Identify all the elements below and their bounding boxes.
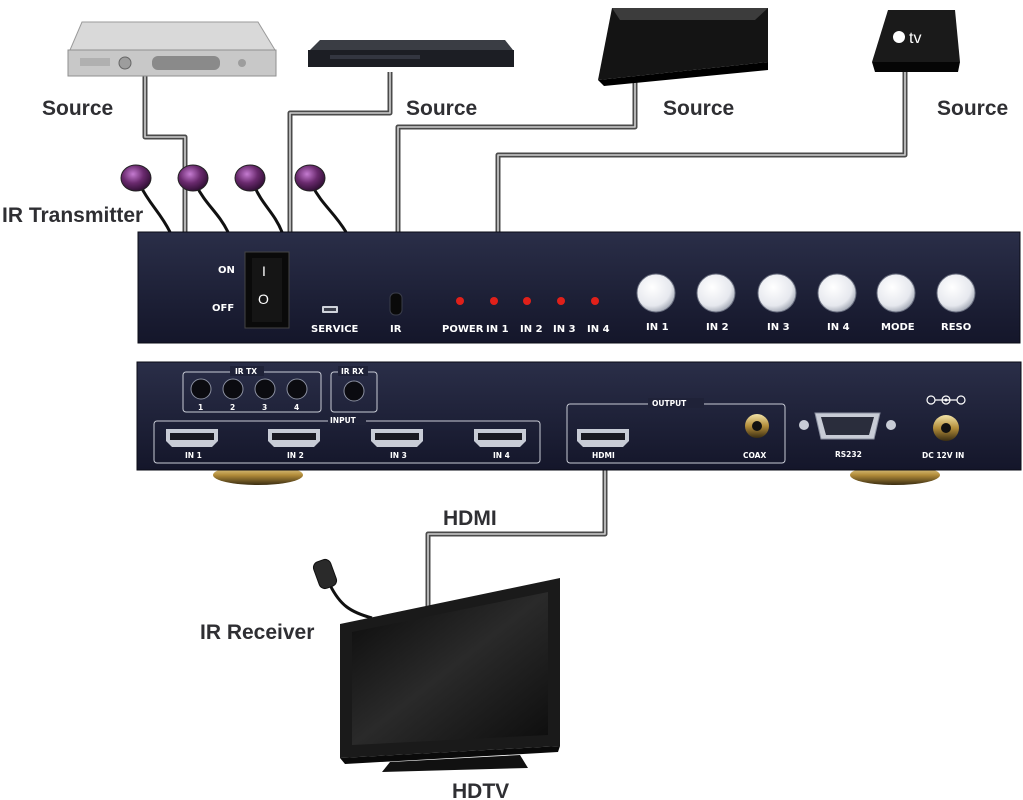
hdmi-output[interactable] xyxy=(577,429,629,447)
switch-on-mark: I xyxy=(262,263,266,279)
switch-rear-panel: IR TX 1 2 3 4 IR RX INPUT xyxy=(136,361,1022,485)
ir-receiver-icon xyxy=(312,558,338,590)
source-label-2: Source xyxy=(406,97,477,120)
service-port[interactable] xyxy=(322,306,338,313)
hdtv xyxy=(340,578,560,772)
input-label-in-3: IN 3 xyxy=(390,451,407,460)
power-on-label: ON xyxy=(218,265,235,276)
source-cables xyxy=(142,72,908,232)
apple-tv-label: tv xyxy=(909,30,921,47)
apple-logo-icon xyxy=(893,31,905,43)
source-label-4: Source xyxy=(937,97,1008,120)
in-3-button[interactable] xyxy=(757,273,797,313)
button-label-in-3: IN 3 xyxy=(767,322,790,333)
ir-rx-label: IR RX xyxy=(341,367,364,376)
ir-tx-jack-3[interactable] xyxy=(254,378,276,400)
ir-emitters xyxy=(120,164,348,233)
ir-tx-jack-4[interactable] xyxy=(286,378,308,400)
hdtv-stand xyxy=(382,755,528,772)
satellite-receiver xyxy=(67,21,277,77)
led-label-in-4: IN 4 xyxy=(587,324,610,335)
ir-tx-port-4: 4 xyxy=(294,403,299,412)
in-1-button[interactable] xyxy=(636,273,676,313)
source-label-1: Source xyxy=(42,97,113,120)
ir-tx-port-1: 1 xyxy=(198,403,203,412)
input-label-in-2: IN 2 xyxy=(287,451,304,460)
led-power xyxy=(456,297,464,305)
dc-polarity-icon xyxy=(926,395,966,405)
ir-tx-port-2: 2 xyxy=(230,403,235,412)
ir-sensor xyxy=(389,292,403,316)
in-2-button[interactable] xyxy=(696,273,736,313)
apple-tv: tv xyxy=(872,10,960,72)
hdmi-cable xyxy=(425,466,608,612)
hdmi-input-4[interactable] xyxy=(474,429,526,447)
dc-input-label: DC 12V IN xyxy=(922,451,964,460)
hdmi-input-2[interactable] xyxy=(268,429,320,447)
ir-tx-port-3: 3 xyxy=(262,403,267,412)
ir-receiver-label: IR Receiver xyxy=(200,621,314,644)
rs232-port[interactable] xyxy=(799,412,896,440)
hdmi-output-label: HDMI xyxy=(592,451,615,460)
ir-tx-label: IR TX xyxy=(235,367,257,376)
output-label: OUTPUT xyxy=(652,399,687,408)
ir-emitter-icon xyxy=(294,164,326,192)
ir-tx-jack-2[interactable] xyxy=(222,378,244,400)
coax-label: COAX xyxy=(743,451,766,460)
hdmi-cable-label: HDMI xyxy=(443,507,497,530)
hdmi-input-1[interactable] xyxy=(166,429,218,447)
input-label: INPUT xyxy=(330,416,357,425)
button-label-in-4: IN 4 xyxy=(827,322,850,333)
button-label-reso: RESO xyxy=(941,322,971,333)
input-label-in-4: IN 4 xyxy=(493,451,510,460)
led-label-in-2: IN 2 xyxy=(520,324,543,335)
ir-tx-jack-1[interactable] xyxy=(190,378,212,400)
switch-front-panel: ON OFF I O SERVICE IR POWER IN 1 IN 2 IN… xyxy=(137,231,1021,344)
switch-off-mark: O xyxy=(258,291,269,307)
ir-emitter-icon xyxy=(234,164,266,192)
ir-rx-jack[interactable] xyxy=(343,380,365,402)
mode-button[interactable] xyxy=(876,273,916,313)
ir-receiver xyxy=(312,558,373,620)
input-label-in-1: IN 1 xyxy=(185,451,202,460)
led-label-in-1: IN 1 xyxy=(486,324,509,335)
hdtv-label: HDTV xyxy=(452,780,509,800)
ir-emitter-icon xyxy=(177,164,209,192)
button-label-in-1: IN 1 xyxy=(646,322,669,333)
dvd-player xyxy=(308,40,514,67)
hdmi-input-3[interactable] xyxy=(371,429,423,447)
game-console xyxy=(598,8,768,86)
source-label-3: Source xyxy=(663,97,734,120)
in-4-button[interactable] xyxy=(817,273,857,313)
ir-emitter-icon xyxy=(120,164,152,192)
reso-button[interactable] xyxy=(936,273,976,313)
power-switch[interactable]: I O xyxy=(244,251,290,329)
power-off-label: OFF xyxy=(212,303,234,314)
led-label-power: POWER xyxy=(442,324,484,335)
ir-transmitter-label: IR Transmitter xyxy=(2,204,143,227)
rs232-label: RS232 xyxy=(835,450,862,459)
led-in-1 xyxy=(490,297,498,305)
led-in-3 xyxy=(557,297,565,305)
led-in-2 xyxy=(523,297,531,305)
button-label-in-2: IN 2 xyxy=(706,322,729,333)
led-label-in-3: IN 3 xyxy=(553,324,576,335)
button-label-mode: MODE xyxy=(881,322,915,333)
service-label: SERVICE xyxy=(311,324,359,335)
led-in-4 xyxy=(591,297,599,305)
ir-sensor-label: IR xyxy=(390,324,402,335)
